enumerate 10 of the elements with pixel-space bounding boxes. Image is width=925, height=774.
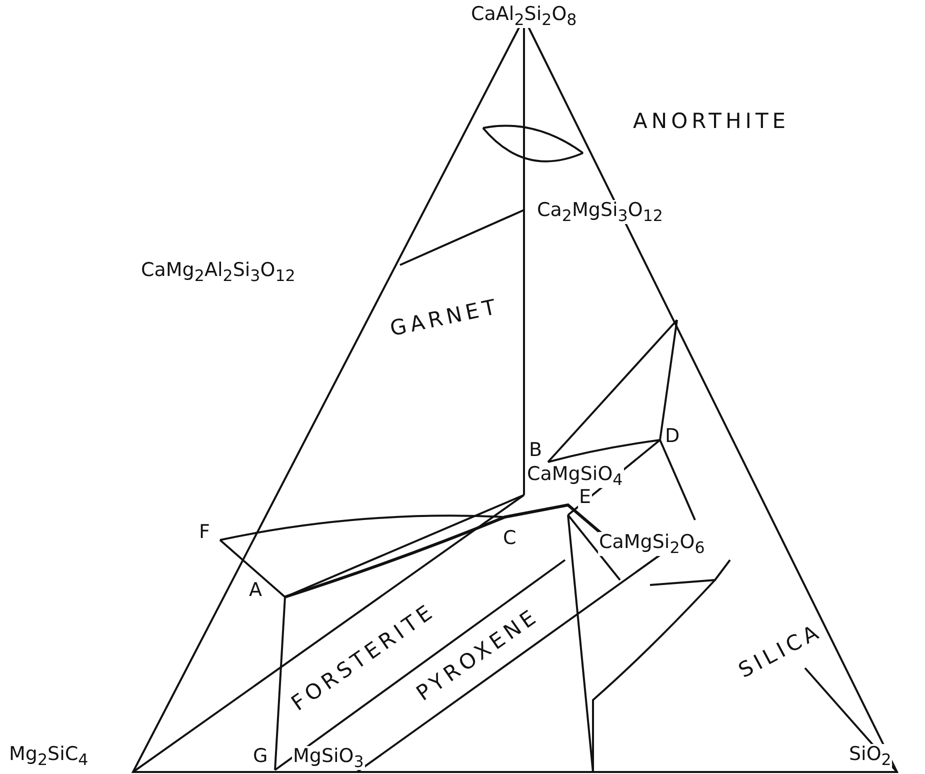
composition-label: CaAl$_{2}$Si$_{2}$O$_{8}$ — [470, 4, 578, 28]
point-label: E — [578, 487, 592, 508]
composition-label: CaMgSi$_{2}$O$_{6}$ — [598, 532, 706, 556]
composition-label: MgSiO$_{3}$ — [292, 746, 365, 770]
composition-label: CaMg$_{2}$Al$_{2}$Si$_{3}$O$_{12}$ — [140, 260, 296, 284]
composition-label: CaMgSiO$_{4}$ — [526, 464, 624, 488]
composition-label: SiO$_{2}$ — [848, 744, 892, 768]
composition-label: Ca$_{2}$MgSi$_{3}$O$_{12}$ — [536, 200, 664, 224]
point-label: D — [664, 426, 681, 447]
phase-field-label: ANORTHITE — [632, 110, 791, 134]
